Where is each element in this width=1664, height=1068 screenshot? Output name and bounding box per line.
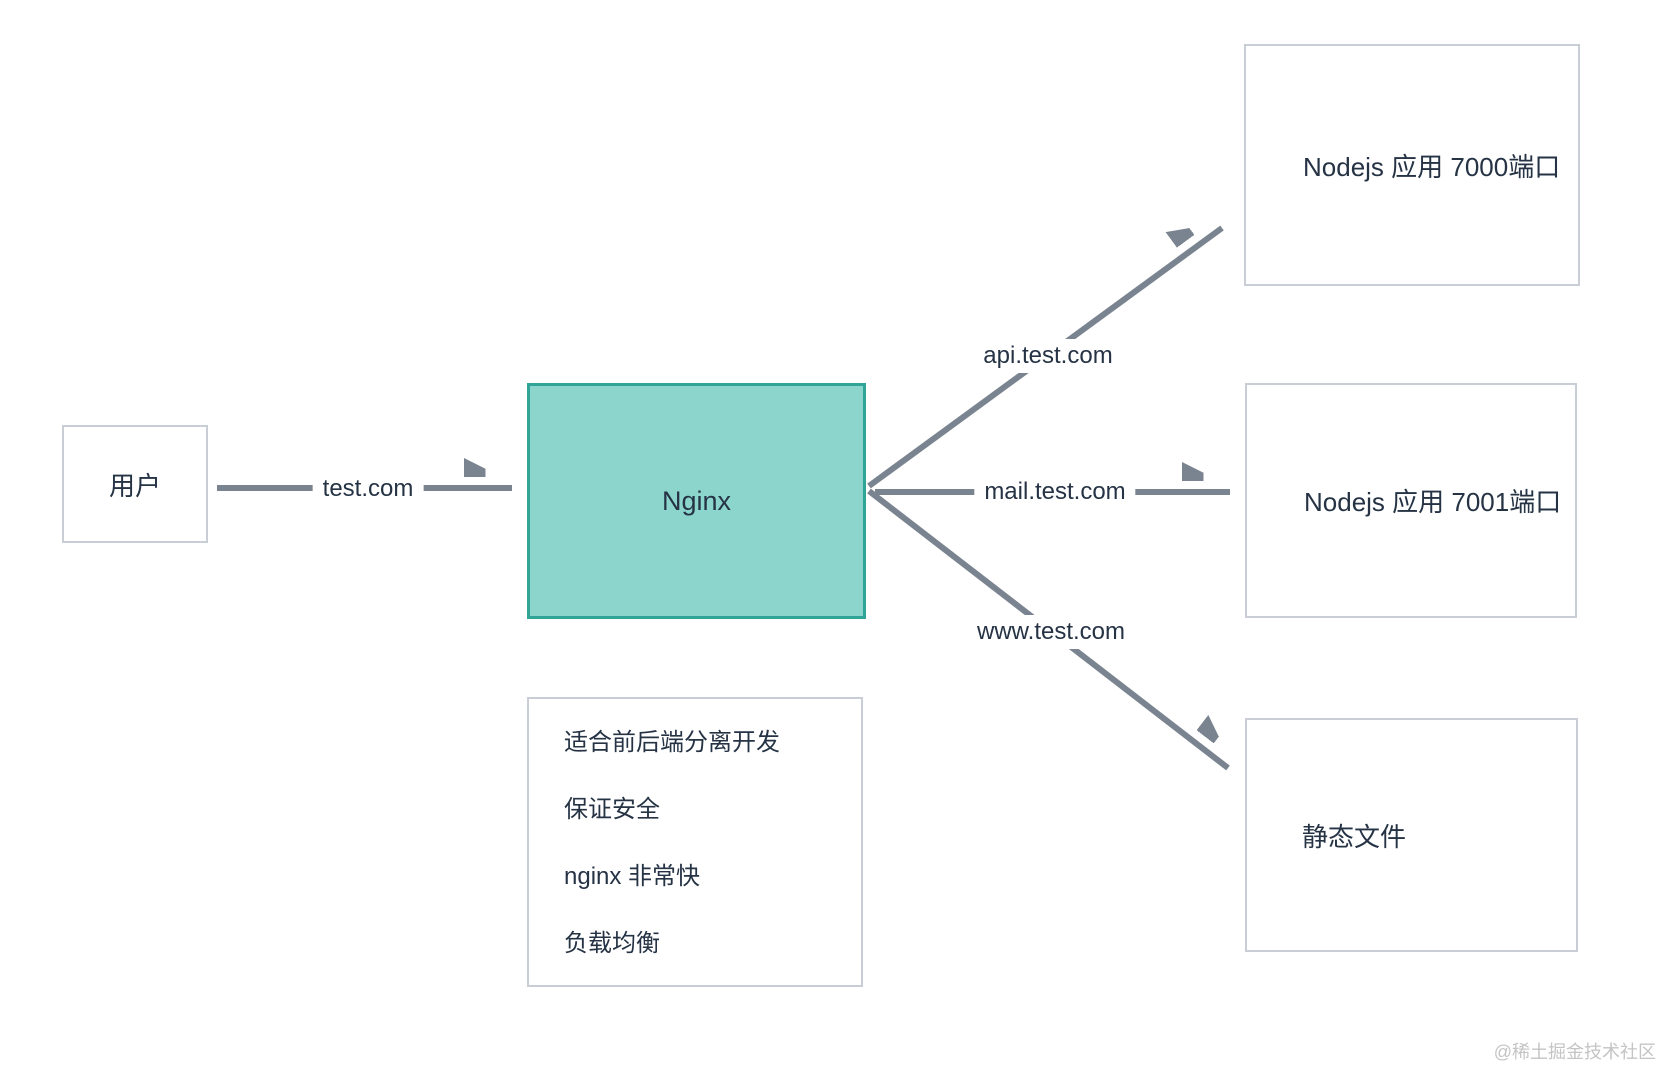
node-static-files: 静态文件 [1245, 718, 1578, 952]
edge-label-test-com: test.com [312, 472, 424, 506]
node-nginx: Nginx [527, 383, 866, 619]
node-user-label: 用户 [108, 470, 161, 501]
edge-label-api-test-com: api.test.com [973, 339, 1123, 373]
edge-label-www-test-com: www.test.com [966, 615, 1136, 649]
feature-item: 负载均衡 [564, 930, 660, 957]
feature-item: 保证安全 [564, 796, 660, 823]
node-nodejs-7000-label: Nodejs 应用 7000端口 [1303, 151, 1561, 182]
edge-label-mail-test-com: mail.test.com [974, 475, 1136, 509]
node-user: 用户 [62, 425, 208, 543]
node-static-files-label: 静态文件 [1302, 821, 1407, 852]
features-panel: 适合前后端分离开发 保证安全 nginx 非常快 负载均衡 [527, 697, 863, 987]
watermark: @稀土掘金技术社区 [1493, 1042, 1656, 1062]
feature-item: nginx 非常快 [564, 863, 701, 890]
feature-item: 适合前后端分离开发 [564, 729, 780, 756]
node-nodejs-7001-label: Nodejs 应用 7001端口 [1304, 487, 1562, 517]
node-nodejs-7001: Nodejs 应用 7001端口 [1245, 383, 1577, 618]
node-nodejs-7000: Nodejs 应用 7000端口 [1244, 44, 1580, 286]
node-nginx-label: Nginx [661, 485, 732, 516]
